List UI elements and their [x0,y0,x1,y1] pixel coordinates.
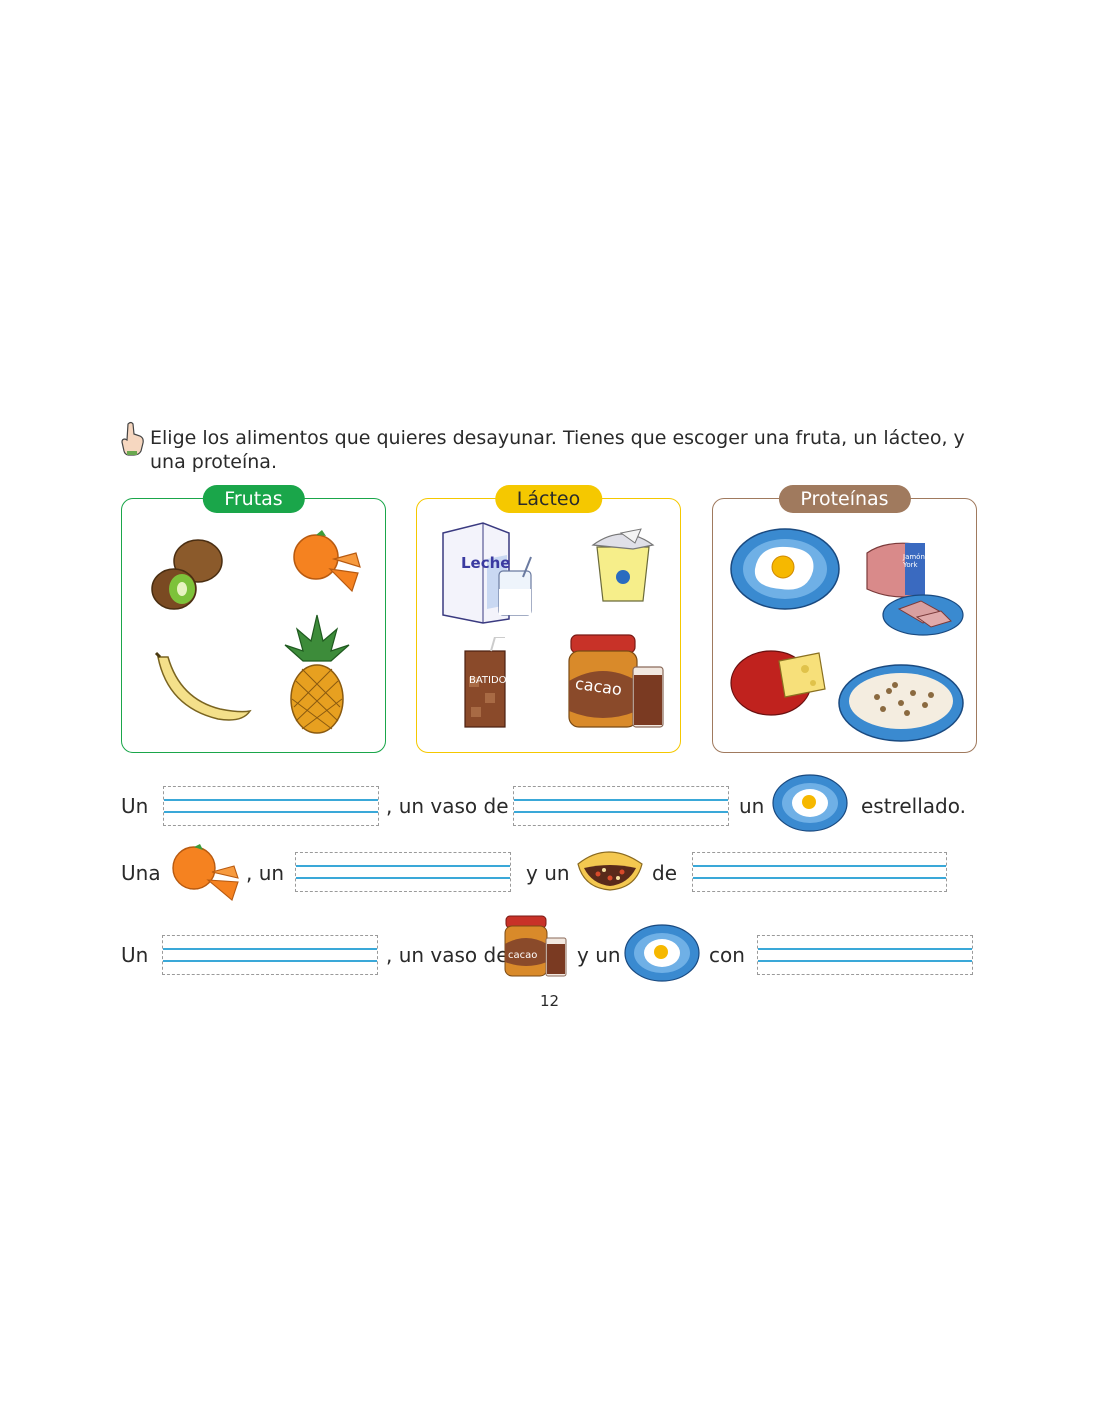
banana-icon [154,651,252,721]
cheese-icon [730,650,826,716]
s1-word-estrellado: estrellado. [861,794,966,818]
s3-word-un: Un [121,943,149,967]
fried-egg-plate-icon [730,528,840,610]
burrito-icon [577,851,643,891]
s1-word-un: Un [121,794,149,818]
panel-title-lacteo: Lácteo [494,485,603,513]
kiwi-icon [151,539,223,610]
s3-answer-1[interactable] [162,935,378,975]
panel-frutas: Frutas [121,485,386,753]
milk-label: Leche [461,554,511,572]
s2-answer-2[interactable] [692,852,947,892]
s1-answer-1[interactable] [163,786,379,826]
panel-title-proteinas: Proteínas [778,485,911,513]
s2-word-una: Una [121,861,161,885]
s1-word-un2: un [739,794,765,818]
s2-word-yun: y un [526,861,570,885]
s2-word-de: de [652,861,677,885]
s3-word-yun: y un [577,943,621,967]
cocoa-jar-icon [504,915,567,977]
cocoa-jar-icon [568,634,664,728]
panel-title-frutas: Frutas [202,485,305,513]
instruction-text: Elige los alimentos que quieres desayuna… [150,427,965,473]
page-number: 12 [540,992,560,1010]
s3-word-vaso: , un vaso de [386,943,509,967]
s2-answer-1[interactable] [295,852,511,892]
beans-plate-icon [838,664,964,742]
s3-answer-2[interactable] [757,935,973,975]
s3-cacao-label: cacao [508,950,538,961]
yogurt-icon [591,528,655,602]
chocolate-milkshake-box-icon [464,637,506,728]
s1-word-vaso: , un vaso de [386,794,509,818]
s2-word-un: , un [246,861,285,885]
pointing-hand-icon [121,421,144,456]
ham-label: Jamón York [903,553,925,569]
batido-label: BATIDO [469,675,507,686]
pineapple-icon [284,614,350,734]
orange-icon [293,530,361,593]
panel-lacteo: Lácteo Leche BATIDO cacao [416,485,681,753]
milk-carton-icon [442,522,532,624]
fried-egg-plate-icon [624,924,700,982]
panel-proteinas: Proteínas Jamón York [712,485,977,753]
orange-icon [172,844,239,901]
fried-egg-plate-icon [772,774,848,832]
s3-word-con: con [709,943,745,967]
s1-answer-2[interactable] [513,786,729,826]
ham-icon [866,542,964,636]
